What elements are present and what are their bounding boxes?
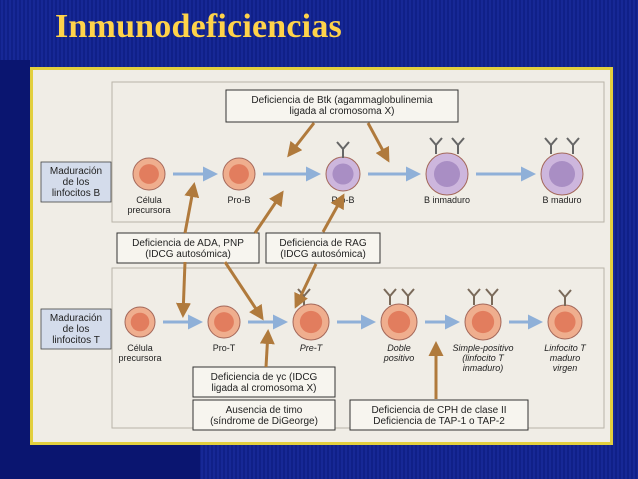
b-cell-label-0-line: Célula bbox=[136, 195, 162, 205]
t-cell-5 bbox=[547, 304, 583, 340]
t-cell-label-5-line: maduro bbox=[550, 353, 581, 363]
btk-deficiency-line: Deficiencia de Btk (agammaglobulinemia bbox=[251, 95, 433, 106]
t-receptor-dp-2 bbox=[401, 288, 415, 305]
t-cell-label-5-line: Linfocito T bbox=[544, 343, 587, 353]
t-cell-0 bbox=[124, 306, 156, 338]
t-cell-2-nucleus bbox=[299, 310, 323, 334]
t-receptor-sp-1-shape bbox=[467, 288, 481, 305]
t-receptor-dp-2-shape bbox=[401, 288, 415, 305]
background-left-strip bbox=[0, 60, 30, 479]
cph-tap-deficiency-box bbox=[349, 399, 529, 431]
b-cell-3 bbox=[425, 152, 469, 196]
b-cell-4-nucleus bbox=[548, 160, 576, 188]
b-receptor-pre-b-shape bbox=[336, 141, 350, 158]
thymus-absence-line: (síndrome de DiGeorge) bbox=[210, 416, 318, 427]
gamma-c-deficiency-line: Deficiencia de γc (IDCG bbox=[211, 372, 318, 383]
rag-deficiency-line: Deficiencia de RAG bbox=[279, 238, 366, 249]
b-receptor-mature-2-shape bbox=[566, 137, 580, 154]
t-receptor-sp-1 bbox=[467, 288, 481, 305]
rag-deficiency-line: (IDCG autosómica) bbox=[280, 249, 366, 260]
ada-arrow-down-t bbox=[223, 261, 264, 321]
b-receptor-immature-2-shape bbox=[451, 137, 465, 154]
t-cell-label-3-line: Doble bbox=[387, 343, 411, 353]
b-cell-label-1-line: Pro-B bbox=[227, 195, 250, 205]
b-cell-0-nucleus bbox=[139, 164, 159, 184]
b-cell-2 bbox=[325, 156, 361, 192]
t-row-label-line: linfocitos T bbox=[52, 335, 100, 346]
t-row-label-line: de los bbox=[63, 324, 90, 335]
btk-arrow-1 bbox=[287, 122, 316, 158]
b-receptor-mature-1-shape bbox=[544, 137, 558, 154]
btk-deficiency-box bbox=[225, 89, 459, 123]
t-row-label-box bbox=[40, 308, 112, 350]
t-cell-2 bbox=[292, 303, 330, 341]
t-receptor-sp-2-shape bbox=[485, 288, 499, 305]
t-cell-label-5-line: virgen bbox=[553, 363, 578, 373]
t-receptor-mature bbox=[558, 289, 572, 306]
b-receptor-mature-1 bbox=[544, 137, 558, 154]
t-cell-label-1-line: Pro-T bbox=[213, 343, 236, 353]
b-cell-label-3-line: B inmaduro bbox=[424, 195, 470, 205]
b-cell-0 bbox=[132, 157, 166, 191]
background-bottom-block bbox=[0, 440, 200, 479]
t-cell-label-0-line: precursora bbox=[118, 353, 161, 363]
b-receptor-immature-1 bbox=[429, 137, 443, 154]
t-receptor-sp-2 bbox=[485, 288, 499, 305]
t-receptor-dp-1 bbox=[383, 288, 397, 305]
t-receptor-dp-1-shape bbox=[383, 288, 397, 305]
t-row-label-line: Maduración bbox=[50, 313, 102, 324]
t-cell-label-4-line: Simple-positivo bbox=[452, 343, 513, 353]
rag-deficiency-box bbox=[265, 232, 381, 264]
ada-arrow-up bbox=[183, 182, 200, 234]
b-cell-3-nucleus bbox=[433, 160, 461, 188]
b-receptor-mature-2 bbox=[566, 137, 580, 154]
b-receptor-pre-b bbox=[336, 141, 350, 158]
slide-title: Inmunodeficiencias bbox=[55, 8, 342, 45]
b-cell-1-nucleus bbox=[229, 164, 249, 184]
t-cell-label-3-line: positivo bbox=[383, 353, 415, 363]
t-cell-3 bbox=[380, 303, 418, 341]
ada-arrow-up-b bbox=[253, 190, 284, 234]
b-cell-label-4-line: B maduro bbox=[542, 195, 581, 205]
btk-arrow-2 bbox=[366, 122, 390, 163]
cph-tap-deficiency-line: Deficiencia de TAP-1 o TAP-2 bbox=[373, 416, 505, 427]
t-cell-4-nucleus bbox=[471, 310, 495, 334]
t-cell-1-nucleus bbox=[214, 312, 234, 332]
b-row-label-line: linfocitos B bbox=[52, 188, 101, 199]
rag-arrow-down bbox=[294, 263, 318, 309]
t-cell-label-0-line: Célula bbox=[127, 343, 153, 353]
b-section-frame bbox=[111, 81, 605, 223]
ada-pnp-deficiency-line: (IDCG autosómica) bbox=[145, 249, 231, 260]
b-receptor-immature-1-shape bbox=[429, 137, 443, 154]
t-cell-label-4-line: (linfocito T bbox=[462, 353, 505, 363]
b-cell-label-0-line: precursora bbox=[127, 205, 170, 215]
b-receptor-immature-2 bbox=[451, 137, 465, 154]
t-cell-label-4-line: inmaduro) bbox=[463, 363, 504, 373]
ada-pnp-deficiency-line: Deficiencia de ADA, PNP bbox=[132, 238, 244, 249]
thymus-absence-line: Ausencia de timo bbox=[226, 405, 303, 416]
thymus-absence-box bbox=[192, 399, 336, 431]
t-cell-1 bbox=[207, 305, 241, 339]
b-row-label-line: de los bbox=[63, 177, 90, 188]
t-cell-3-nucleus bbox=[387, 310, 411, 334]
b-cell-4 bbox=[540, 152, 584, 196]
ada-pnp-deficiency-box bbox=[116, 232, 260, 264]
ada-arrow-down bbox=[175, 261, 191, 318]
b-row-label-line: Maduración bbox=[50, 166, 102, 177]
gamma-c-arrow bbox=[259, 329, 275, 368]
t-cell-label-2-line: Pre-T bbox=[300, 343, 324, 353]
t-cell-5-nucleus bbox=[554, 311, 576, 333]
gamma-c-deficiency-line: ligada al cromosoma X) bbox=[211, 383, 316, 394]
b-cell-2-nucleus bbox=[332, 163, 354, 185]
t-cell-0-nucleus bbox=[130, 312, 150, 332]
b-cell-1 bbox=[222, 157, 256, 191]
t-receptor-mature-shape bbox=[558, 289, 572, 306]
btk-deficiency-line: ligada al cromosoma X) bbox=[289, 106, 394, 117]
b-row-label-box bbox=[40, 161, 112, 203]
gamma-c-deficiency-box bbox=[192, 366, 336, 398]
rag-arrow-up bbox=[321, 193, 345, 233]
t-cell-4 bbox=[464, 303, 502, 341]
cph-tap-deficiency-line: Deficiencia de CPH de clase II bbox=[371, 405, 506, 416]
